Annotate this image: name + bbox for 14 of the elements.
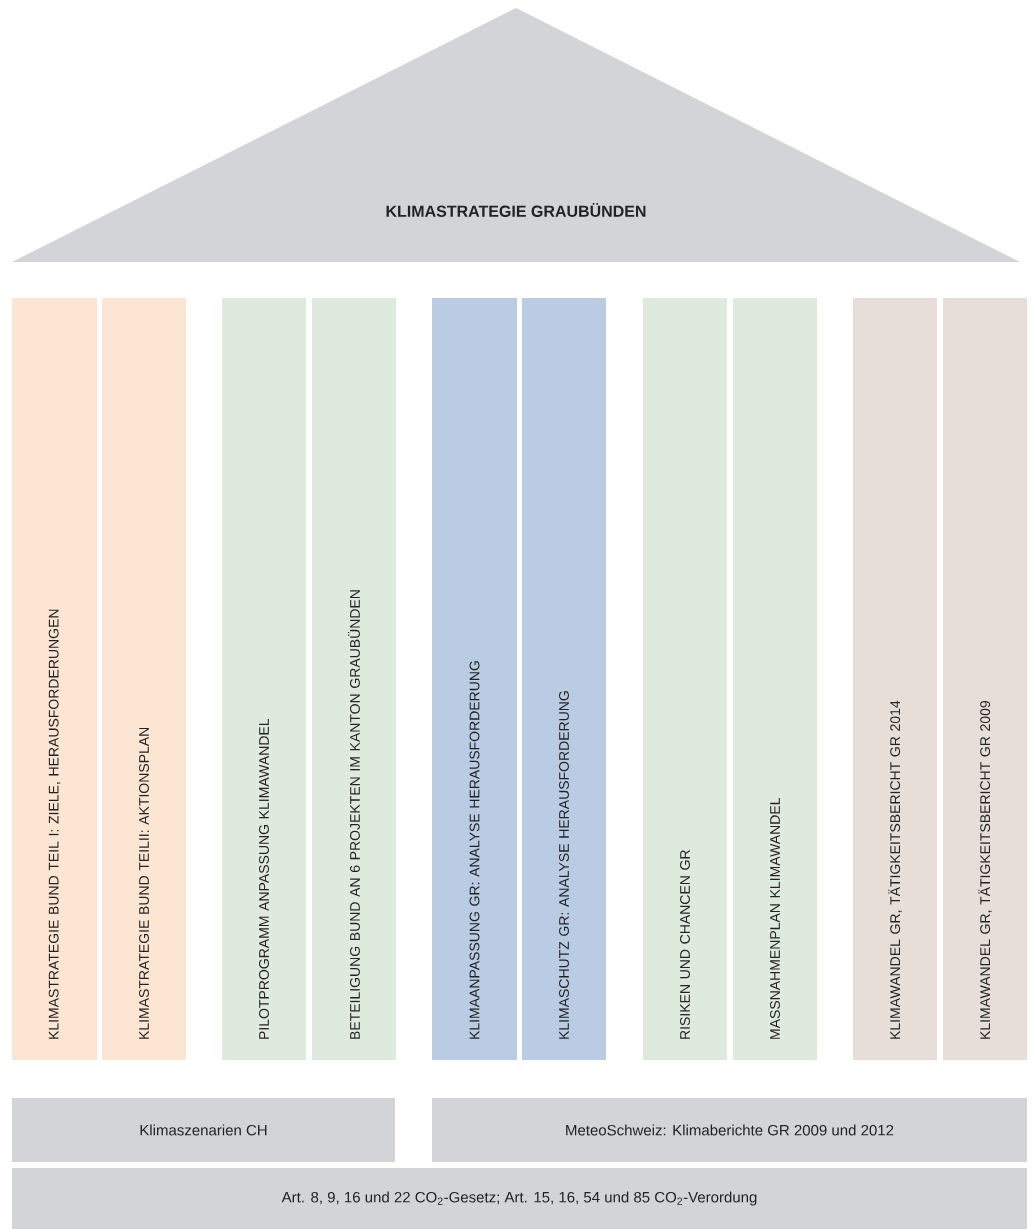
pillar: KLIMAANPASSUNG GR: ANALYSE HERAUSFORDERUNG: [432, 298, 517, 1060]
pillar: KLIMASCHUTZ GR: ANALYSE HERAUSFORDERUNG: [522, 298, 606, 1060]
pillar: KLIMAWANDEL GR, TÄTIGKEITSBERICHT GR 2009: [943, 298, 1027, 1060]
pillar: PILOTPROGRAMM ANPASSUNG KLIMAWANDEL: [222, 298, 306, 1060]
pillar: KLIMASTRATEGIE BUND TEILII: AKTIONSPLAN: [102, 298, 186, 1060]
roof-triangle: KLIMASTRATEGIE GRAUBÜNDEN: [12, 8, 1020, 262]
foundation-block: Klimaszenarien CH: [12, 1098, 395, 1162]
pillar: KLIMAWANDEL GR, TÄTIGKEITSBERICHT GR 2014: [853, 298, 937, 1060]
pillar: RISIKEN UND CHANCEN GR: [643, 298, 727, 1060]
pillar: MASSNAHMENPLAN KLIMAWANDEL: [733, 298, 817, 1060]
foundation-block: Art. 8, 9, 16 und 22 CO$_{2}$-Gesetz; Art. 15, 16, 54 und 85 CO$_{2}$-Verordung: [12, 1168, 1027, 1229]
pillar: BETEILIGUNG BUND AN 6 PROJEKTEN IM KANTON GRAUBÜNDEN: [312, 298, 396, 1060]
pillar: KLIMASTRATEGIE BUND TEIL I: ZIELE, HERAUSFORDERUNGEN: [12, 298, 97, 1060]
foundation-block: MeteoSchweiz: Klimaberichte GR 2009 und 2012: [432, 1098, 1027, 1162]
